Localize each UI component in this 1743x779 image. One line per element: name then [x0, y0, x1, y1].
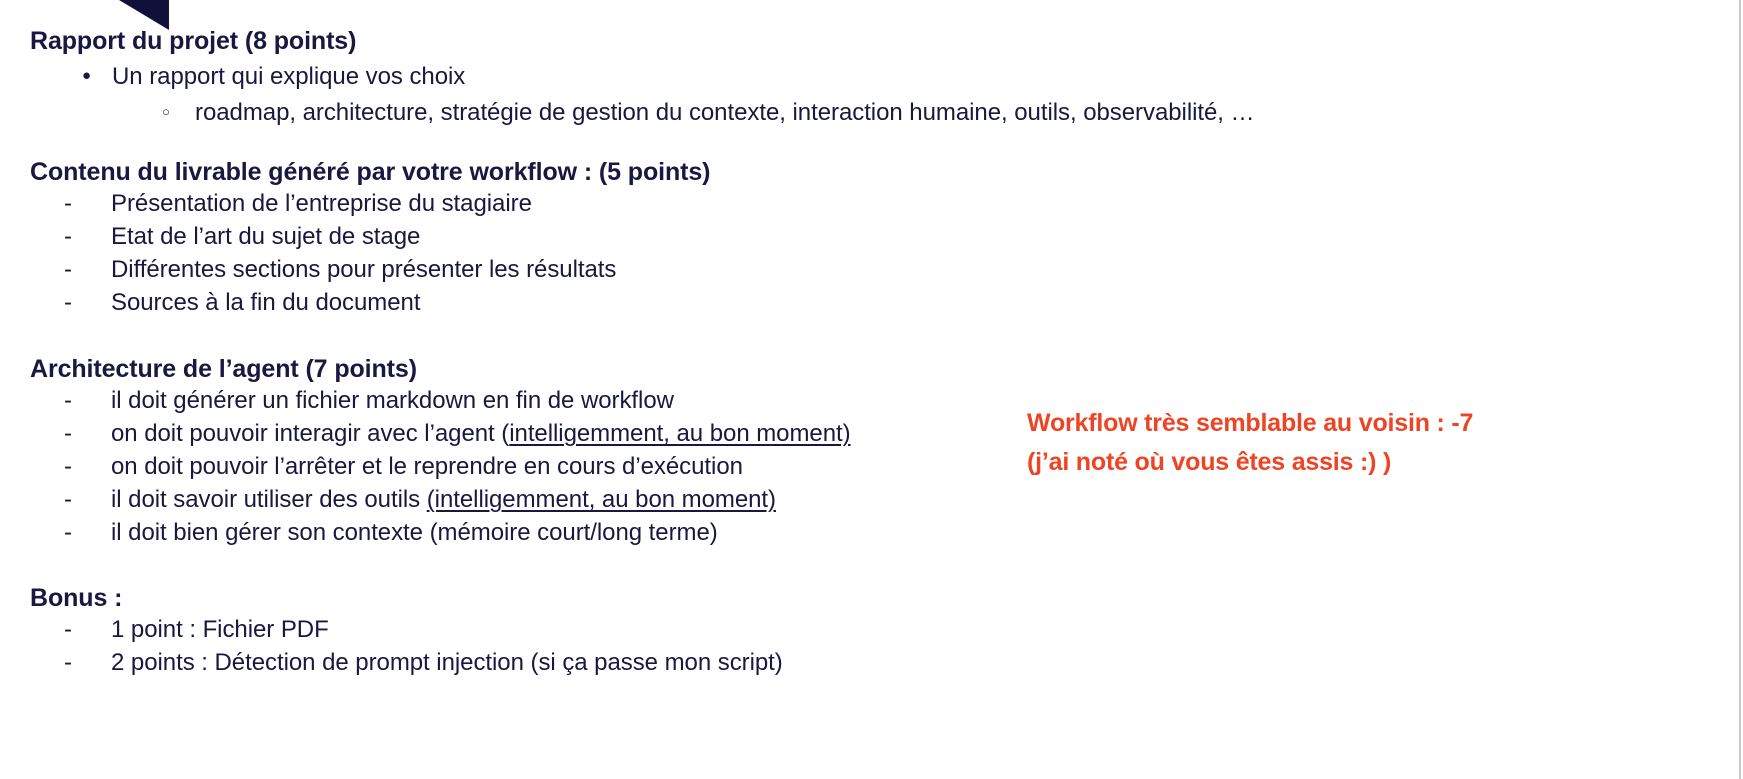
section-heading: Bonus :: [30, 584, 123, 612]
list-item-label: Sources à la fin du document: [111, 289, 421, 316]
annotation-line-2: (j’ai noté où vous êtes assis :) ): [1027, 448, 1392, 476]
bullet-dash-icon: -: [64, 519, 72, 546]
bullet-disc-icon: ●: [82, 67, 92, 84]
grading-annotation: Workflow très semblable au voisin : -7 (…: [1027, 404, 1547, 482]
bullet-dash-icon: -: [64, 289, 72, 316]
list-item-label: on doit pouvoir interagir avec l’agent (…: [111, 417, 851, 450]
bullet-list: - il doit générer un fichier markdown en…: [30, 384, 851, 549]
list-item-label: il doit générer un fichier markdown en f…: [111, 387, 674, 414]
list-item-label: Etat de l’art du sujet de stage: [111, 223, 421, 250]
list-item: - 1 point : Fichier PDF: [30, 613, 783, 646]
section-bonus: Bonus : - 1 point : Fichier PDF - 2 poin…: [30, 583, 783, 679]
list-item: - 2 points : Détection de prompt injecti…: [30, 646, 783, 679]
list-item-label: roadmap, architecture, stratégie de gest…: [195, 99, 1255, 126]
section-rapport-du-projet: Rapport du projet (8 points) ● Un rappor…: [30, 26, 1255, 132]
list-item-label: on doit pouvoir l’arrêter et le reprendr…: [111, 453, 743, 480]
list-item-label: 2 points : Détection de prompt injection…: [111, 649, 783, 676]
list-item: - il doit bien gérer son contexte (mémoi…: [30, 516, 851, 549]
bullet-dash-icon: -: [64, 256, 72, 283]
list-item: - Présentation de l’entreprise du stagia…: [30, 187, 710, 220]
section-heading: Contenu du livrable généré par votre wor…: [30, 158, 711, 186]
right-edge-rule: [1739, 0, 1741, 779]
list-item-text-plain: il doit savoir utiliser des outils: [111, 486, 427, 513]
bullet-list: - Présentation de l’entreprise du stagia…: [30, 187, 710, 319]
list-item-label: Présentation de l’entreprise du stagiair…: [111, 190, 532, 217]
section-architecture-de-l-agent: Architecture de l’agent (7 points) - il …: [30, 354, 851, 549]
bullet-dash-icon: -: [64, 616, 72, 643]
bullet-dash-icon: -: [64, 190, 72, 217]
bullet-list: ● Un rapport qui explique vos choix ○ ro…: [30, 60, 1255, 132]
section-heading: Architecture de l’agent (7 points): [30, 355, 417, 383]
section-heading: Rapport du projet (8 points): [30, 27, 357, 55]
list-item: - Etat de l’art du sujet de stage: [30, 220, 710, 253]
bullet-dash-icon: -: [64, 486, 72, 513]
list-item: - Différentes sections pour présenter le…: [30, 253, 710, 286]
bullet-dash-icon: -: [64, 420, 72, 447]
list-item-label: 1 point : Fichier PDF: [111, 616, 329, 643]
corner-triangle-icon: [119, 0, 169, 30]
list-item-label: Différentes sections pour présenter les …: [111, 256, 617, 283]
bullet-circle-icon: ○: [162, 104, 170, 119]
bullet-dash-icon: -: [64, 453, 72, 480]
list-item-label: Un rapport qui explique vos choix: [112, 63, 466, 90]
list-item-label: il doit bien gérer son contexte (mémoire…: [111, 519, 718, 546]
list-item: ○ roadmap, architecture, stratégie de ge…: [30, 96, 1255, 132]
bullet-dash-icon: -: [64, 387, 72, 414]
bullet-dash-icon: -: [64, 223, 72, 250]
list-item: - Sources à la fin du document: [30, 286, 710, 319]
list-item-label: il doit savoir utiliser des outils (inte…: [111, 483, 776, 516]
list-item: - il doit savoir utiliser des outils (in…: [30, 483, 851, 516]
list-item-text-underlined: (intelligemment, au bon moment): [426, 486, 776, 513]
bullet-list: - 1 point : Fichier PDF - 2 points : Dét…: [30, 613, 783, 679]
list-item-text-underlined: intelligemment, au bon moment): [509, 420, 851, 447]
annotation-line-1: Workflow très semblable au voisin : -7: [1027, 409, 1474, 437]
list-item-text-plain: on doit pouvoir interagir avec l’agent (: [111, 420, 510, 447]
section-contenu-du-livrable: Contenu du livrable généré par votre wor…: [30, 157, 711, 319]
bullet-dash-icon: -: [64, 649, 72, 676]
list-item: - on doit pouvoir interagir avec l’agent…: [30, 417, 851, 450]
list-item: - il doit générer un fichier markdown en…: [30, 384, 851, 417]
list-item: ● Un rapport qui explique vos choix: [30, 60, 1255, 96]
list-item: - on doit pouvoir l’arrêter et le repren…: [30, 450, 851, 483]
